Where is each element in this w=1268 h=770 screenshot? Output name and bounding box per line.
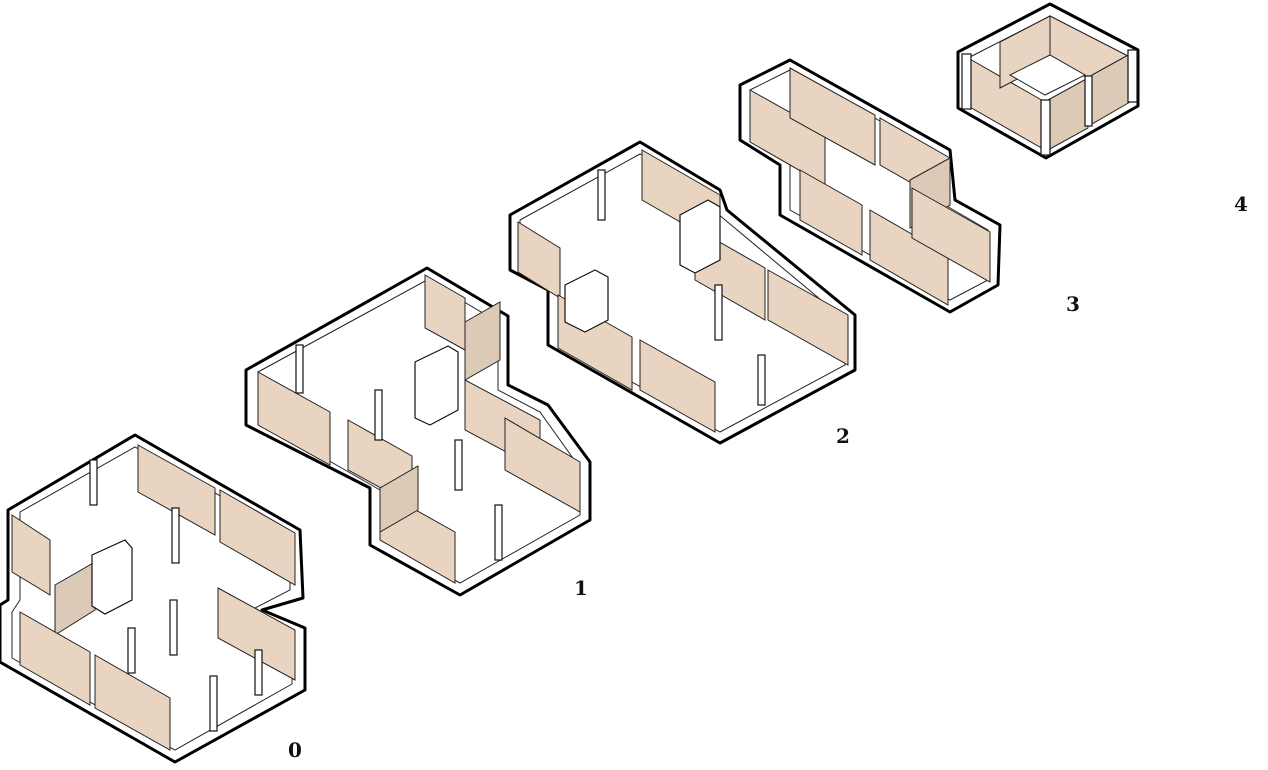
floor-3 [738,58,1002,314]
floor-4 [956,2,1140,160]
floor-label-4: 4 [1234,192,1248,216]
floor-2 [508,140,857,445]
floor-label-1: 1 [574,576,588,600]
floor-label-2: 2 [836,424,850,448]
floor-label-0: 0 [288,738,302,762]
floor-0 [0,433,307,764]
floor-label-3: 3 [1066,292,1080,316]
floor-1 [244,266,592,597]
